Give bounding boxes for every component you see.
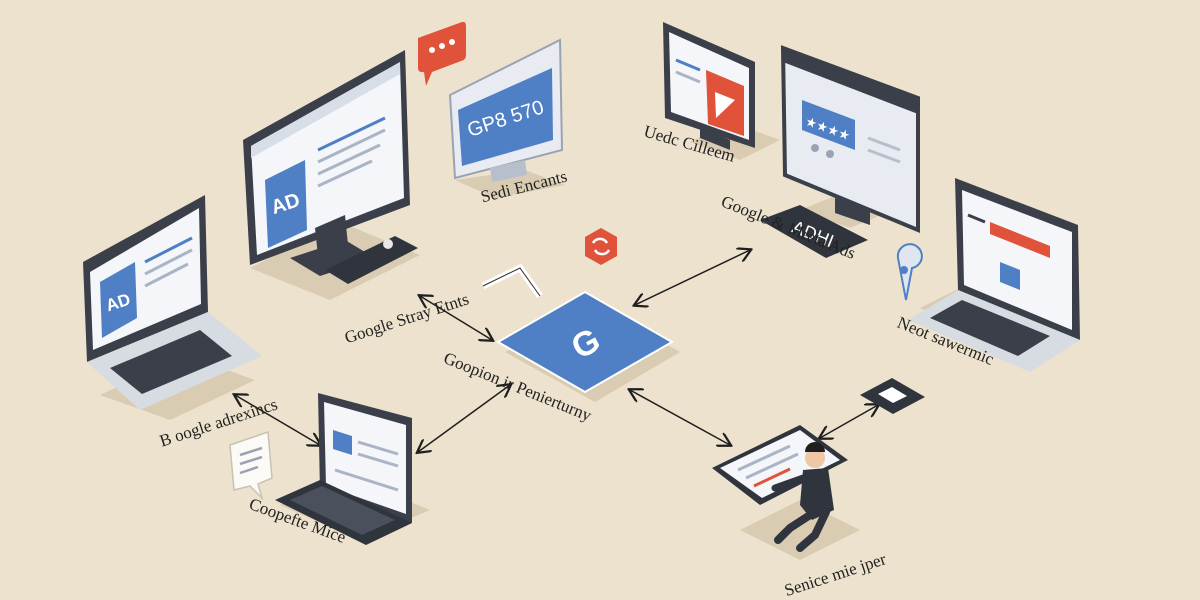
arrow-hub-to-meta	[635, 250, 750, 305]
document-note-icon	[229, 430, 273, 501]
monitor-screen	[458, 68, 553, 166]
phone-device	[325, 236, 418, 284]
hub-tile	[495, 290, 675, 394]
laptop-dark	[275, 393, 430, 545]
user-icon	[383, 239, 393, 249]
laptop-right	[908, 178, 1080, 372]
keyboard	[290, 486, 395, 535]
location-pin-icon	[896, 243, 923, 301]
refresh-icon	[585, 228, 617, 265]
monitor-rating: ★★★★	[780, 45, 920, 233]
chevron-outline	[482, 267, 541, 297]
laptop-ad: AD	[83, 195, 262, 420]
chat-bubble-icon	[418, 21, 466, 86]
ad-panel	[100, 262, 137, 338]
central-hub: G	[481, 263, 680, 402]
label-google-stray-etnts: Google Stray Etnts	[342, 289, 471, 347]
arrow-hub-to-tablet	[630, 390, 730, 445]
arrow-stray-to-hub	[420, 296, 492, 340]
arrow-laptop-to-hub	[418, 385, 510, 452]
monitor-gp-code: GP8 570	[448, 38, 565, 198]
ad-panel	[265, 160, 307, 248]
monitor-ad-main: AD	[243, 50, 420, 300]
connection-arrows	[235, 250, 878, 452]
keyboard	[110, 330, 232, 394]
keyboard	[930, 300, 1050, 356]
monitor-red-doc	[663, 22, 780, 160]
monitor-base	[290, 240, 375, 276]
arrow-adrexincs-to-laptop	[235, 395, 320, 445]
person-arm	[771, 474, 807, 492]
rating-panel	[802, 100, 855, 150]
person-head	[805, 448, 825, 468]
person-body	[800, 468, 834, 520]
arrow-tablet-to-box	[820, 405, 878, 438]
device-box-icon	[860, 378, 925, 414]
person-leg	[774, 511, 814, 544]
person-figure	[771, 442, 834, 552]
laptop-screen	[962, 190, 1072, 330]
tablet-workstation	[712, 425, 860, 560]
